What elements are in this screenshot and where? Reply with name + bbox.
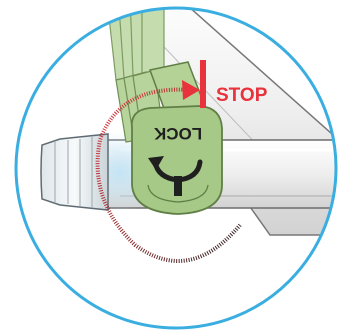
rotate-lock-icon [148, 156, 203, 196]
stop-label: STOP [216, 85, 268, 106]
lock-label: LOCK [153, 124, 202, 143]
curved-arrow-icon [95, 80, 242, 263]
stop-bar [200, 60, 206, 108]
circle-border [14, 6, 338, 330]
lock-lever: LOCK [130, 61, 223, 215]
